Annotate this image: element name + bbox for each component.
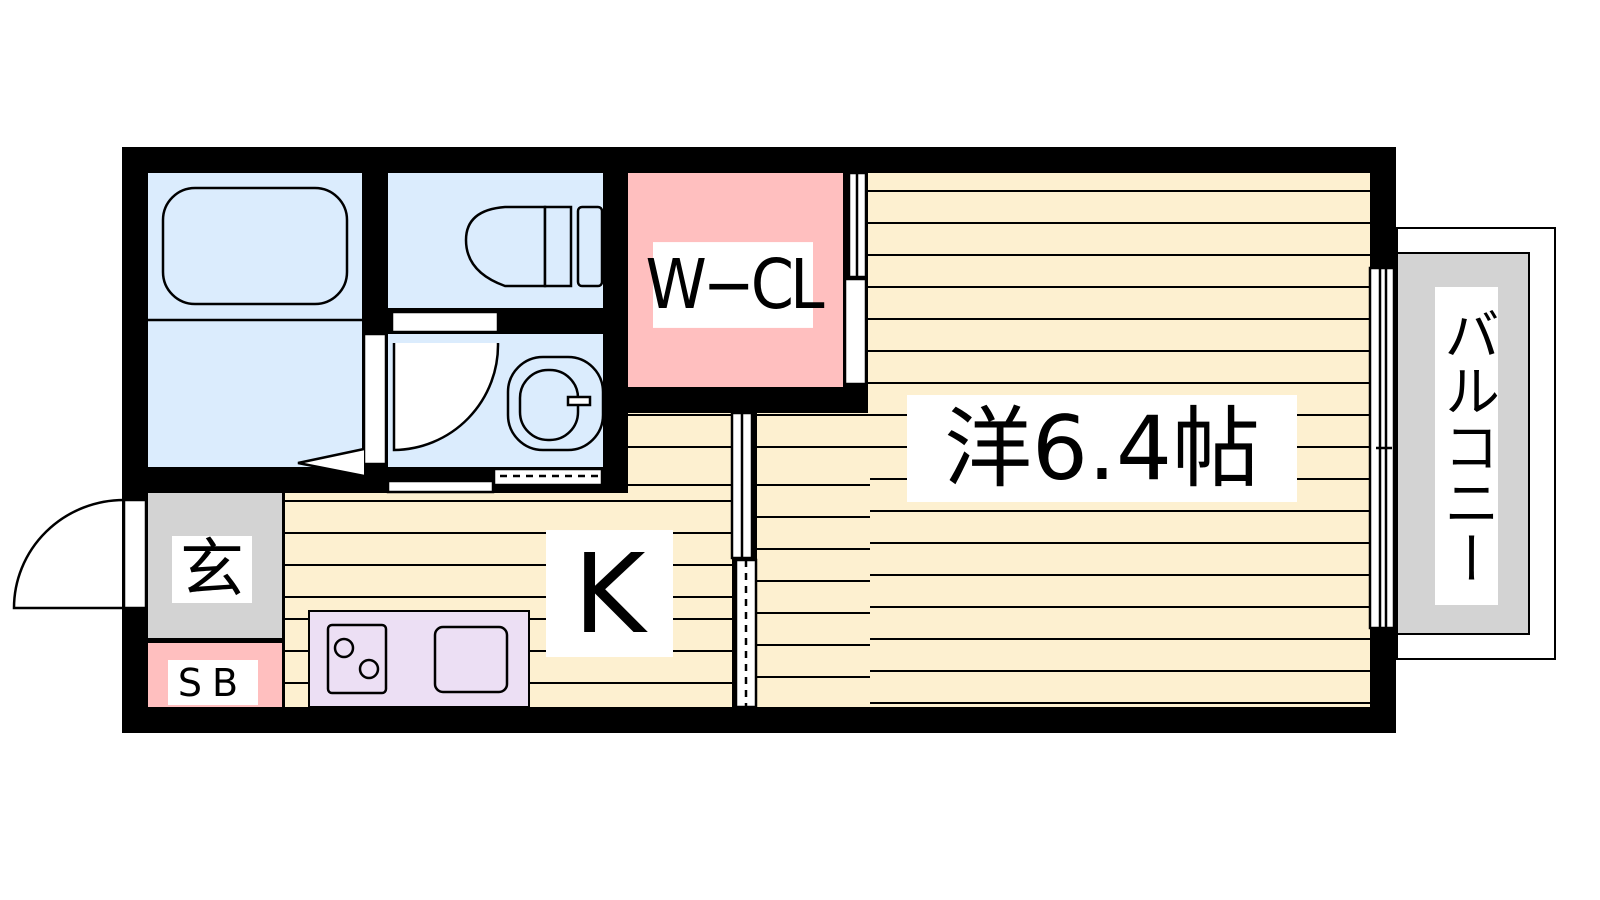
- western-room-label: 洋6.4帖: [907, 395, 1297, 502]
- door-frame: [390, 310, 500, 334]
- bathroom-door-handle-icon: [297, 447, 365, 478]
- toilet-tank-icon: [543, 205, 573, 288]
- shoe-box-label: SB: [168, 660, 258, 705]
- entrance-label: 玄: [172, 536, 252, 603]
- partition-door-lower: [734, 558, 758, 709]
- burner-icon: [358, 658, 380, 680]
- kitchen-sink-icon: [433, 625, 509, 694]
- toilet-cistern-icon: [576, 205, 604, 288]
- entrance-door-swing-icon: [12, 498, 125, 610]
- western-room-floor-lower: [757, 413, 870, 707]
- bathtub-icon: [161, 186, 349, 306]
- burner-icon: [333, 637, 355, 659]
- stove-icon: [326, 623, 388, 695]
- balcony-label: バルコニー: [1435, 287, 1500, 605]
- bathroom-door: [362, 332, 388, 466]
- washroom-sliding-door: [492, 467, 604, 487]
- closet-door-lower: [843, 277, 868, 386]
- sink-icon: [506, 355, 605, 452]
- entrance-door: [122, 498, 148, 610]
- faucet-icon: [566, 395, 592, 407]
- walk-in-closet-label: W−CL: [645, 242, 825, 328]
- toilet-icon: [464, 205, 547, 288]
- kitchen-label: K: [546, 530, 673, 657]
- door-swing-icon: [392, 342, 500, 452]
